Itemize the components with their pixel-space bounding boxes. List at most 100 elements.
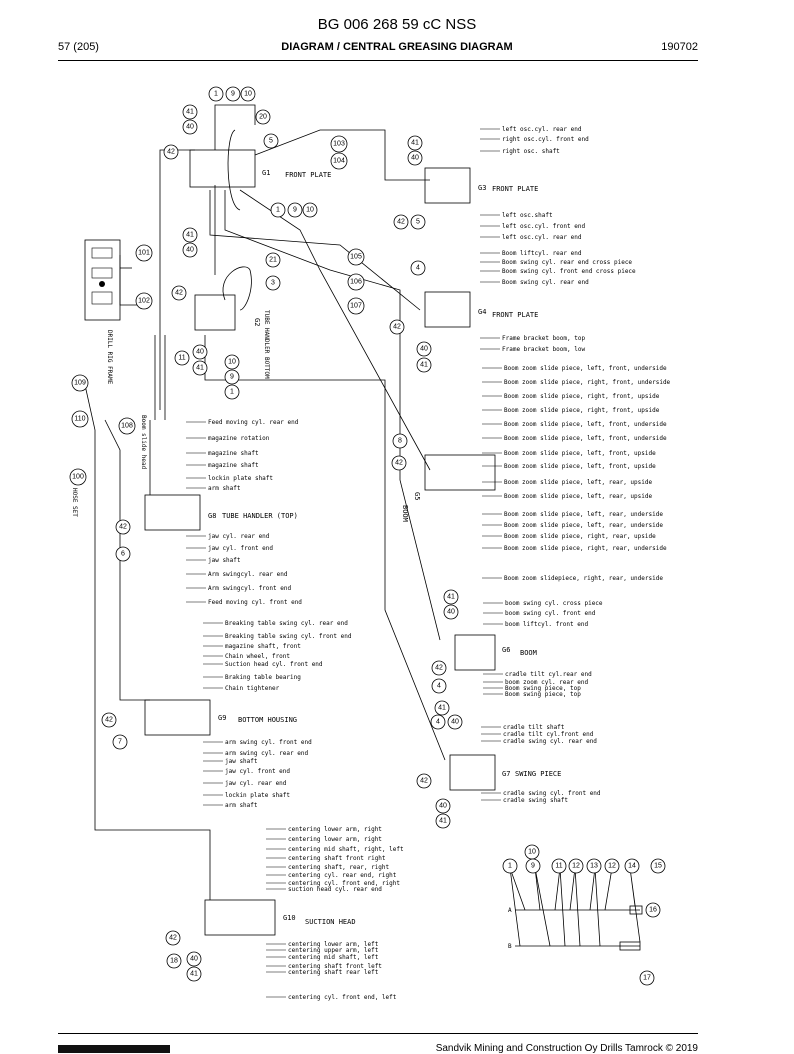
reference-balloon-number: 40 (439, 803, 447, 810)
g7-connection-label: cradle swing shaft (503, 797, 568, 804)
reference-balloon (551, 858, 567, 874)
g6-connection-label: boom zoom cyl. rear end (505, 679, 588, 686)
reference-balloon-number: 42 (435, 665, 443, 672)
g9-connection-label: Breaking table swing cyl. rear end (225, 620, 348, 627)
reference-balloon (434, 700, 450, 716)
g8-connection-label: Arm swingcyl. front end (208, 585, 291, 592)
reference-balloon-number: 42 (397, 219, 405, 226)
reference-balloon (410, 214, 426, 230)
g5-connection-label: Boom zoom slide piece, left, front, unde… (504, 435, 667, 442)
reference-balloon (586, 858, 602, 874)
reference-balloon-number: 14 (628, 863, 636, 870)
reference-balloon-number: 106 (350, 279, 362, 286)
reference-balloon (192, 360, 208, 376)
g10-connection-label: centering shaft front right (288, 855, 386, 862)
g8-connection-label: Feed moving cyl. front end (208, 599, 302, 606)
g7-title: SWING PIECE (515, 770, 561, 778)
reference-balloon (416, 357, 432, 373)
g9-connection-label: lockin plate shaft (225, 792, 290, 799)
reference-balloon-number: 105 (350, 254, 362, 261)
legend-label-a: A (508, 907, 512, 914)
boom-slide-head-label: Boom slide head (140, 415, 147, 470)
g9-connection-label: arm swing cyl. front end (225, 739, 312, 746)
reference-balloon (270, 202, 286, 218)
reference-balloon (502, 858, 518, 874)
reference-balloon (330, 152, 348, 170)
g9-title: BOTTOM HOUSING (238, 716, 297, 724)
g5-name: G5 (413, 492, 421, 500)
reference-balloon (165, 930, 181, 946)
reference-balloon-number: 42 (175, 290, 183, 297)
reference-balloon-number: 11 (178, 355, 185, 362)
reference-balloon-number: 8 (398, 438, 402, 445)
reference-balloon (302, 202, 318, 218)
g10-title: SUCTION HEAD (305, 918, 356, 926)
reference-balloon (118, 417, 136, 435)
reference-balloon-number: 40 (186, 124, 194, 131)
legend-hose-diagram (509, 867, 643, 951)
g5-connection-label: Boom zoom slidepiece, right, rear, under… (504, 575, 663, 582)
g8-connection-label: arm shaft (208, 485, 241, 492)
reference-balloon (639, 970, 655, 986)
g9-connection-label: arm swing cyl. rear end (225, 750, 308, 757)
reference-balloon (416, 773, 432, 789)
block-g5 (424, 454, 496, 491)
g5-connection-label: Boom zoom slide piece, right, rear, unde… (504, 545, 667, 552)
g8-connection-label: jaw cyl. rear end (208, 533, 270, 540)
reference-balloon-number: 41 (438, 705, 446, 712)
g5-title: BOOM (401, 505, 409, 522)
g3-connection-label: left osc.cyl. front end (502, 223, 585, 230)
reference-balloon-number: 41 (420, 362, 428, 369)
g5-connection-label: Boom zoom slide piece, right, front, ups… (504, 393, 660, 400)
g10-connection-label: centering cyl. rear end, right (288, 872, 397, 879)
reference-balloon-number: 10 (306, 207, 314, 214)
reference-balloon (192, 344, 208, 360)
reference-balloon (393, 214, 409, 230)
page-title: DIAGRAM / CENTRAL GREASING DIAGRAM (281, 41, 513, 53)
footer-copyright: Sandvik Mining and Construction Oy Drill… (435, 1043, 698, 1054)
g9-connection-label: arm shaft (225, 802, 258, 809)
g6-connection-label: boom swing cyl. front end (505, 610, 596, 617)
block-g10 (204, 899, 276, 936)
g7-connection-label: cradle tilt cyl.front end (503, 731, 594, 738)
reference-balloon (224, 354, 240, 370)
page-number: 57 (205) (58, 41, 99, 53)
g9-connection-label: jaw shaft (225, 758, 258, 765)
block-g1 (189, 149, 256, 188)
g9-connection-label: Breaking table swing cyl. front end (225, 633, 352, 640)
reference-balloon-number: 42 (167, 149, 175, 156)
reference-balloon-number: 102 (138, 298, 150, 305)
reference-balloon (182, 242, 198, 258)
g6-connection-label: Boom swing piece, top (505, 685, 581, 692)
g4-connection-label: Frame bracket boom, top (502, 335, 585, 342)
g10-connection-label: centering mid shaft, right, left (288, 846, 404, 853)
reference-balloon-number: 9 (293, 207, 297, 214)
reference-balloon (392, 433, 408, 449)
g8-title: TUBE HANDLER (TOP) (222, 512, 298, 520)
g6-name: G6 (502, 646, 510, 654)
g3-name: G3 (478, 184, 486, 192)
reference-balloon (391, 455, 407, 471)
g7-connection-label: cradle tilt shaft (503, 724, 565, 731)
sandvik-logo (58, 1045, 170, 1053)
reference-balloon-number: 12 (608, 863, 616, 870)
g5-connection-label: Boom zoom slide piece, left, front, upsi… (504, 450, 656, 457)
reference-balloon (182, 119, 198, 135)
g9-connection-label: jaw cyl. front end (225, 768, 290, 775)
g10-connection-label: suction head cyl. rear end (288, 886, 382, 893)
reference-balloon-number: 15 (654, 863, 662, 870)
reference-balloon-number: 109 (74, 380, 86, 387)
reference-balloon-number: 11 (555, 863, 562, 870)
g10-connection-label: centering shaft rear left (288, 969, 379, 976)
g4-connection-label: Boom swing cyl. front end cross piece (502, 268, 636, 275)
g5-connection-label: Boom zoom slide piece, left, rear, under… (504, 522, 663, 529)
reference-balloon-number: 4 (437, 683, 441, 690)
reference-balloon (163, 144, 179, 160)
reference-balloon-number: 9 (231, 91, 235, 98)
reference-balloon-number: 4 (436, 719, 440, 726)
reference-balloon-number: 40 (190, 956, 198, 963)
block-g6 (454, 634, 496, 671)
reference-balloon (174, 350, 190, 366)
g8-connection-label: magazine shaft (208, 462, 259, 469)
